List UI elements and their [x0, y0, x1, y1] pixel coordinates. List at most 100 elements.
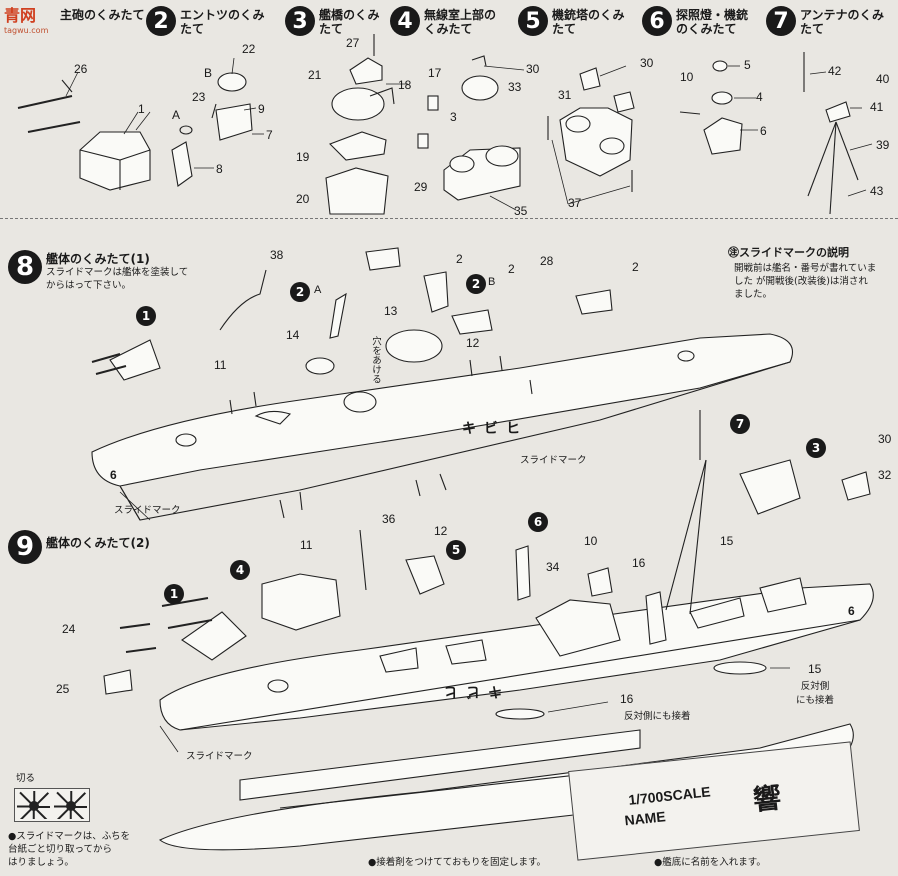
part-label: 19: [296, 150, 310, 164]
step-8-header: 8 艦体のくみたて(1) スライドマークは艦体を塗装して からはって下さい。: [8, 250, 188, 292]
leader-lines: [65, 57, 873, 753]
part-label: 16: [632, 556, 646, 570]
slide-mark-label: スライドマーク: [520, 455, 587, 466]
part-label: 22: [242, 42, 256, 56]
step-ref-badge: 5: [446, 540, 466, 560]
slide-mark-cut-note: ●スライドマークは、ふちを 台紙ごと切り取ってから はりましょう。: [8, 831, 131, 868]
part-label: 30: [878, 432, 892, 446]
slide-mark-description: 開戦前は艦名・番号が書れていま した が開戦後(改装後)は消され ました。: [734, 263, 877, 300]
step-number-badge: 4: [390, 6, 420, 36]
hull-number-marking: 6: [848, 604, 855, 618]
nameplate-ship-name: 響: [751, 781, 783, 817]
waterline-plate: [158, 723, 854, 851]
attach-other-side-note: 反対側にも接着: [624, 711, 691, 722]
part-label: 2: [632, 260, 639, 274]
step-number-badge: 6: [642, 6, 672, 36]
step-number-badge: 7: [766, 6, 796, 36]
step-8-title: 艦体のくみたて(1): [46, 252, 150, 266]
bridge-assembly: [325, 34, 395, 215]
antenna-assembly: [803, 52, 859, 215]
step-ref-badge: 4: [230, 560, 250, 580]
part-label: 37: [568, 196, 582, 210]
part-label: 29: [414, 180, 428, 194]
part-label: 16: [620, 692, 634, 706]
part-label: 40: [876, 72, 890, 86]
part-label: 10: [584, 534, 598, 548]
gun-tower-assembly: [547, 67, 635, 192]
step-ref-badge: 1: [164, 584, 184, 604]
part-label: 33: [508, 80, 522, 94]
step-8-note: スライドマークは艦体を塗装して からはって下さい。: [46, 267, 189, 291]
step-4-title: 無線室上部の くみたて: [424, 8, 497, 36]
step-7-title: アンテナのくみ たて: [800, 8, 885, 36]
nameplate-scale: 1/700SCALE: [627, 783, 712, 808]
part-label: 30: [640, 56, 654, 70]
cut-label: 切る: [16, 773, 36, 784]
step-9-header: 9 艦体のくみたて(2): [8, 530, 150, 564]
part-label: 15: [808, 662, 822, 676]
hull-name-marking: キビヒ: [436, 684, 502, 700]
part-label: 17: [428, 66, 442, 80]
part-label: 41: [870, 100, 884, 114]
step-6-title: 探照燈・機銃 のくみたて: [676, 8, 749, 36]
main-gun-turret: [17, 79, 151, 191]
part-label: 23: [192, 90, 206, 104]
step-ref-badge: 7: [730, 414, 750, 434]
step-ref-badge: 2: [466, 274, 486, 294]
step-number-badge: 5: [518, 6, 548, 36]
part-label: 2: [456, 252, 463, 266]
searchlight-assembly: [679, 60, 743, 155]
part-label: 43: [870, 184, 884, 198]
hole-note: 穴をあける: [370, 336, 381, 384]
part-label: 11: [300, 538, 313, 552]
step-3-header: 3 艦橋のくみ たて: [285, 6, 379, 36]
part-label: B: [488, 276, 496, 288]
part-label: B: [204, 66, 213, 80]
hull-number-marking: 6: [110, 468, 117, 482]
nameplate-name-label: NAME: [623, 808, 667, 829]
step-5-header: 5 機銃塔のくみ たて: [518, 6, 624, 36]
part-label: 11: [214, 358, 227, 372]
slide-mark-title: ㊟スライドマークの説明: [728, 246, 849, 259]
step-number-badge: 8: [8, 250, 42, 284]
step-9-title: 艦体のくみたて(2): [46, 536, 150, 550]
part-label: 12: [466, 336, 480, 350]
part-label: 15: [720, 534, 734, 548]
flag-decal: [14, 788, 90, 822]
step-2-header: 2 エントツのくみ たて: [146, 6, 264, 36]
part-label: 7: [266, 128, 273, 142]
part-label: 12: [434, 524, 448, 538]
part-label: 32: [878, 468, 892, 482]
step-6-header: 6 探照燈・機銃 のくみたて: [642, 6, 748, 36]
step-ref-badge: 1: [136, 306, 156, 326]
part-label: 3: [450, 110, 457, 124]
part-label: 35: [514, 204, 528, 218]
rising-sun-flag-icon: [54, 791, 87, 819]
part-label: 18: [398, 78, 412, 92]
step-number-badge: 9: [8, 530, 42, 564]
step-1-title: 主砲のくみたて: [60, 8, 145, 22]
part-label: 9: [258, 102, 265, 116]
step-2-title: エントツのくみ たて: [180, 8, 265, 36]
part-label: 2: [508, 262, 515, 276]
slide-mark-label: スライドマーク: [114, 505, 181, 516]
step-ref-badge: 6: [528, 512, 548, 532]
part-label: 24: [62, 622, 76, 636]
part-label: 13: [384, 304, 398, 318]
hull-upper: [91, 247, 794, 521]
attach-other-side-note: 反対側 にも接着: [796, 681, 835, 706]
step-number-badge: 3: [285, 6, 315, 36]
step-3-title: 艦橋のくみ たて: [319, 8, 380, 36]
section-divider: [0, 218, 898, 219]
part-label: A: [172, 108, 181, 122]
step-number-badge: 2: [146, 6, 176, 36]
part-label: 21: [308, 68, 322, 82]
part-label: 1: [138, 102, 145, 116]
part-label: 36: [382, 512, 396, 526]
step-7-header: 7 アンテナのくみ たて: [766, 6, 884, 36]
part-label: 39: [876, 138, 890, 152]
part-label: 14: [286, 328, 300, 342]
part-label: 34: [546, 560, 560, 574]
